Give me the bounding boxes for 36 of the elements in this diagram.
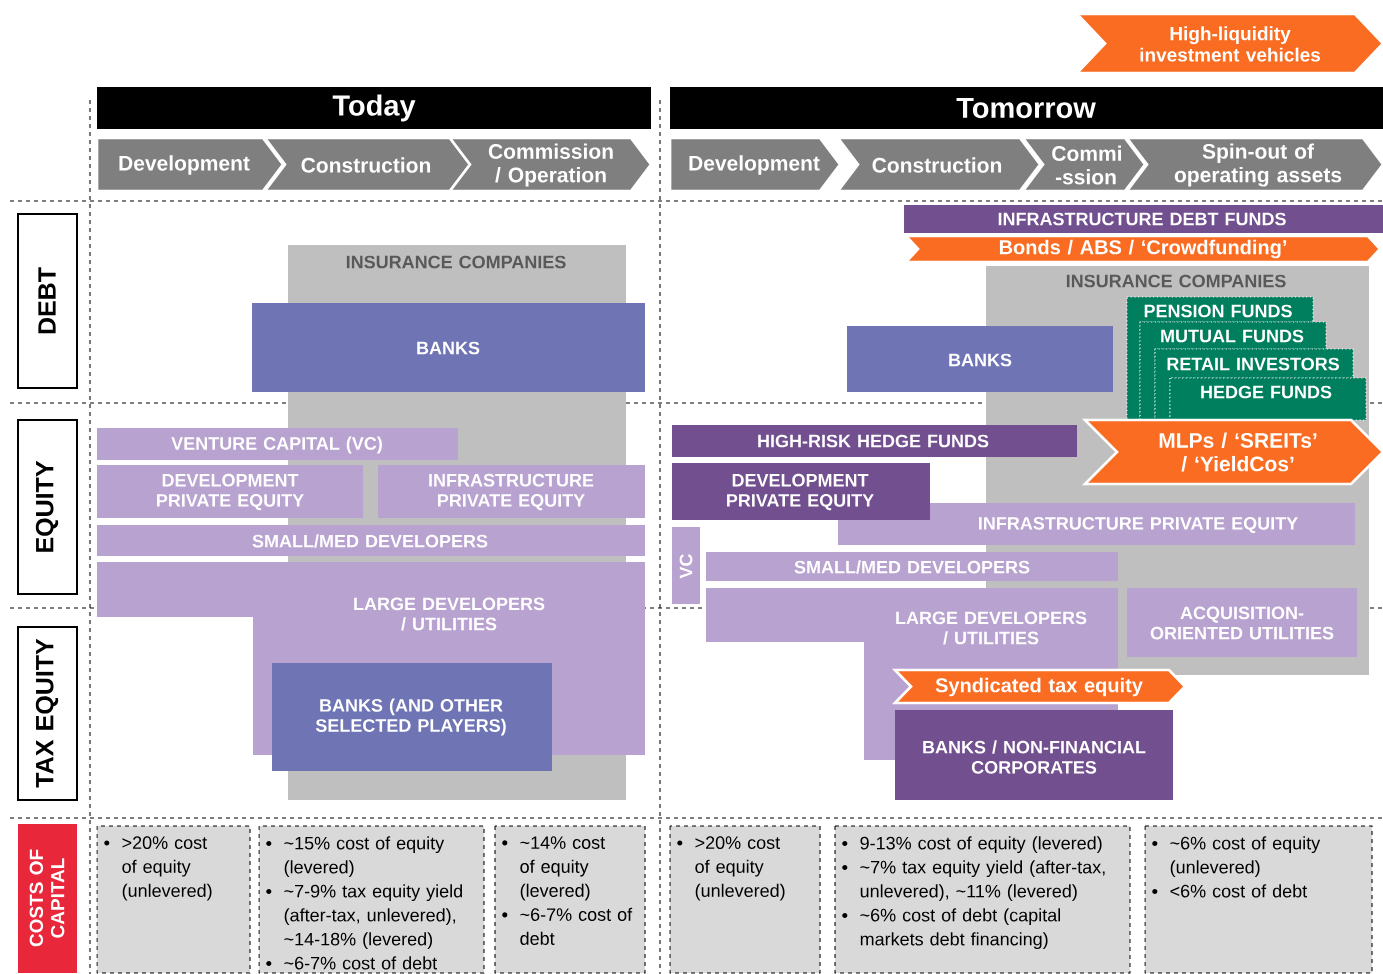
header-bar: Today	[97, 87, 651, 129]
investor-band: BANKS	[252, 303, 645, 392]
investor-band: BANKS / NON-FINANCIAL CORPORATES	[895, 710, 1173, 800]
cost-box: 9-13% cost of equity (levered) ~7% tax equity yield (after-tax, unlevered), ~11% (levered) ~6% cost of debt (capital markets debt financing)	[834, 825, 1131, 974]
phase-tab: Development	[95, 136, 285, 193]
investor-band: HEDGE FUNDS	[1169, 377, 1367, 421]
vehicle-banner: MLPs / ‘SREITs’ / ‘YieldCos’	[1081, 418, 1383, 486]
investor-band: DEVELOPMENT PRIVATE EQUITY	[672, 463, 930, 520]
investor-band: BANKS (AND OTHER SELECTED PLAYERS)	[272, 663, 552, 771]
phase-tab: Development	[668, 136, 842, 193]
cost-box: ~14% cost of equity (levered) ~6-7% cost of debt	[494, 825, 646, 974]
cost-box: >20% cost of equity (unlevered)	[669, 825, 821, 974]
row-label: TAX EQUITY	[17, 626, 78, 801]
cost-box: >20% cost of equity (unlevered)	[96, 825, 251, 974]
row-label: EQUITY	[17, 419, 78, 595]
phase-tab: Spin-out of operating assets	[1124, 136, 1383, 193]
investor-band: BANKS	[847, 326, 1113, 392]
cost-box: ~15% cost of equity (levered) ~7-9% tax equity yield (after-tax, unlevered), ~14-18% (levered) ~6-7% cost of debt	[258, 825, 485, 974]
vehicle-banner: Bonds / ABS / ‘Crowdfunding’	[902, 234, 1382, 264]
investor-band: VENTURE CAPITAL (VC)	[97, 428, 458, 460]
investor-band: ACQUISITION-ORIENTED UTILITIES	[1127, 588, 1357, 657]
header-bar: Tomorrow	[670, 87, 1383, 129]
investor-band: SMALL/MED DEVELOPERS	[97, 525, 645, 556]
phase-tab: Commission / Operation	[447, 136, 653, 193]
investor-band: HIGH-RISK HEDGE FUNDS	[672, 425, 1077, 457]
cost-box: ~6% cost of equity (unlevered) <6% cost of debt	[1144, 825, 1373, 974]
node-label: Spin-out of operating assets	[1174, 143, 1342, 187]
row-label: DEBT	[17, 213, 78, 389]
row-label: COSTS OF CAPITAL	[18, 824, 77, 973]
investor-band: VC	[672, 527, 700, 604]
investor-band: INFRASTRUCTURE DEBT FUNDS	[904, 205, 1383, 233]
investor-band: DEVELOPMENT PRIVATE EQUITY	[97, 465, 363, 518]
vehicle-banner: High-liquidity investment vehicles	[1073, 12, 1383, 75]
vehicle-banner: Syndicated tax equity	[891, 668, 1187, 705]
investor-band: INFRASTRUCTURE PRIVATE EQUITY	[378, 465, 645, 518]
investor-band: SMALL/MED DEVELOPERS	[706, 552, 1118, 581]
